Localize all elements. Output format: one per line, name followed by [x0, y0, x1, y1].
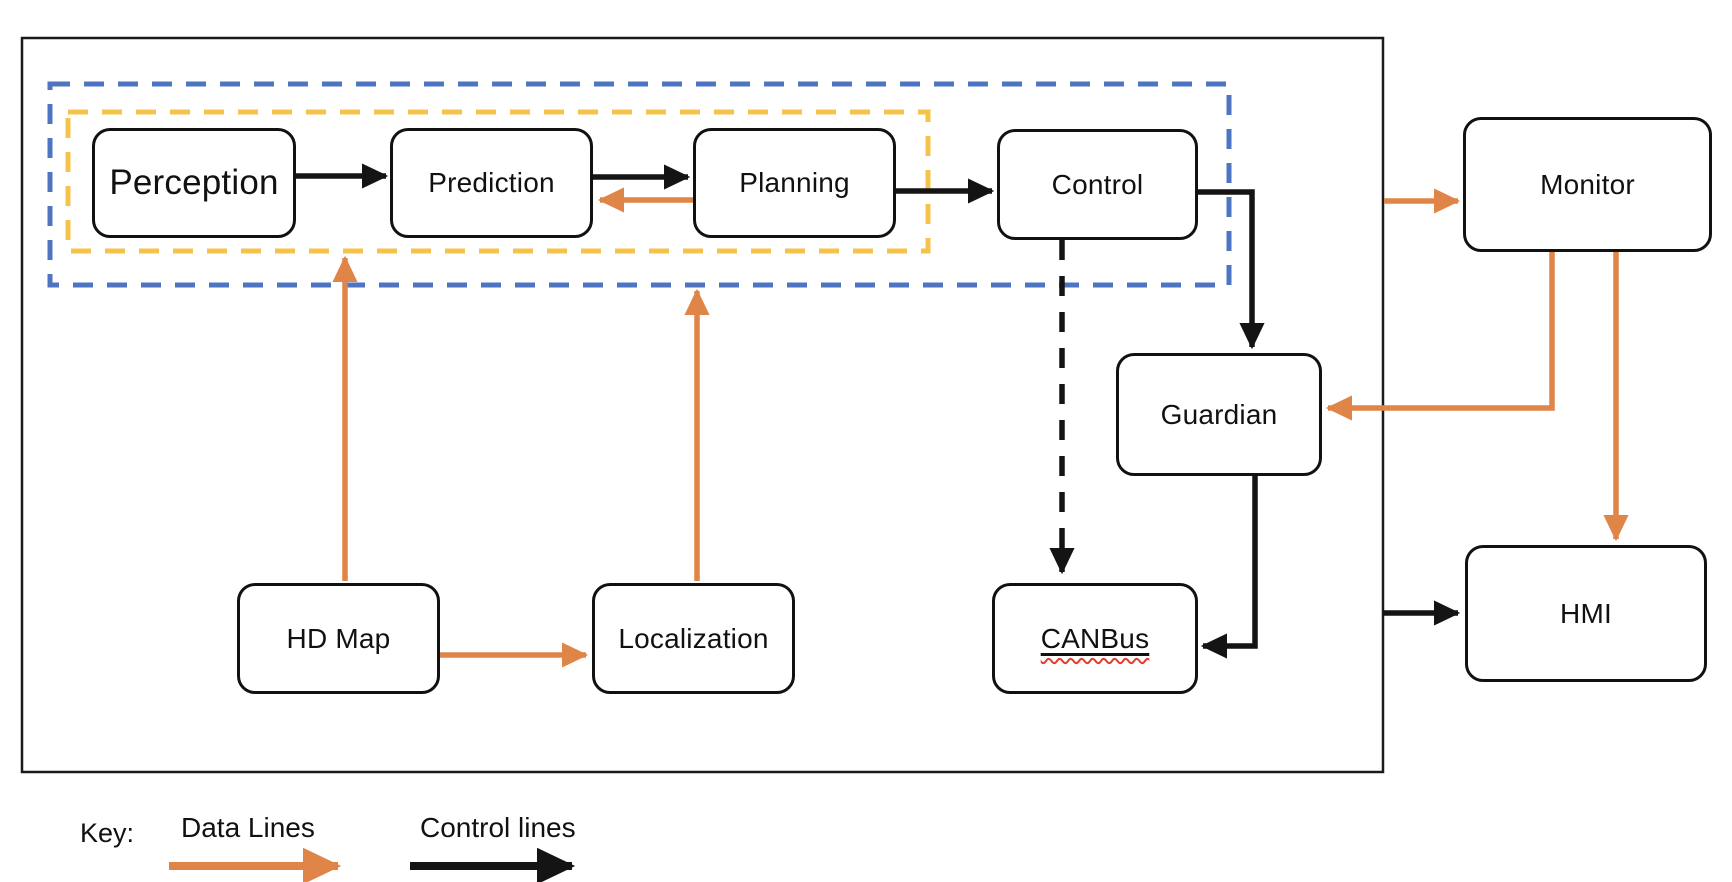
perception-box: Perception	[92, 128, 296, 238]
monitor-label: Monitor	[1540, 168, 1635, 200]
prediction-box: Prediction	[390, 128, 593, 238]
hd-map-box: HD Map	[237, 583, 440, 694]
canbus-label: CANBus	[1040, 622, 1150, 654]
guardian-label: Guardian	[1160, 398, 1278, 430]
canbus-box: CANBus	[992, 583, 1198, 694]
control-label: Control	[1051, 168, 1144, 200]
localization-label: Localization	[618, 622, 769, 654]
outer-dashed-group-blue	[47, 81, 1232, 288]
arrow-guardian-to-canbus	[1200, 476, 1258, 659]
prediction-label: Prediction	[428, 167, 555, 198]
hmi-label: HMI	[1560, 597, 1612, 629]
inner-dashed-group-yellow	[65, 109, 931, 254]
localization-box: Localization	[592, 583, 795, 694]
key-control-lines-label: Control lines	[420, 812, 576, 843]
perception-label: Perception	[109, 163, 279, 202]
arrow-control-to-guardian	[1198, 189, 1265, 350]
hmi-box: HMI	[1465, 545, 1707, 682]
vehicle-system-frame	[20, 36, 1385, 774]
monitor-box: Monitor	[1463, 117, 1712, 252]
arrow-monitor-to-guardian	[1325, 252, 1555, 421]
hd-map-label: HD Map	[286, 622, 391, 654]
planning-box: Planning	[693, 128, 896, 238]
canbus-underline: CANBus	[1041, 623, 1150, 655]
guardian-box: Guardian	[1116, 353, 1322, 476]
key-data-lines-label: Data Lines	[181, 812, 315, 843]
key-title: Key:	[80, 818, 135, 848]
planning-label: Planning	[739, 167, 850, 198]
control-box: Control	[997, 129, 1198, 240]
